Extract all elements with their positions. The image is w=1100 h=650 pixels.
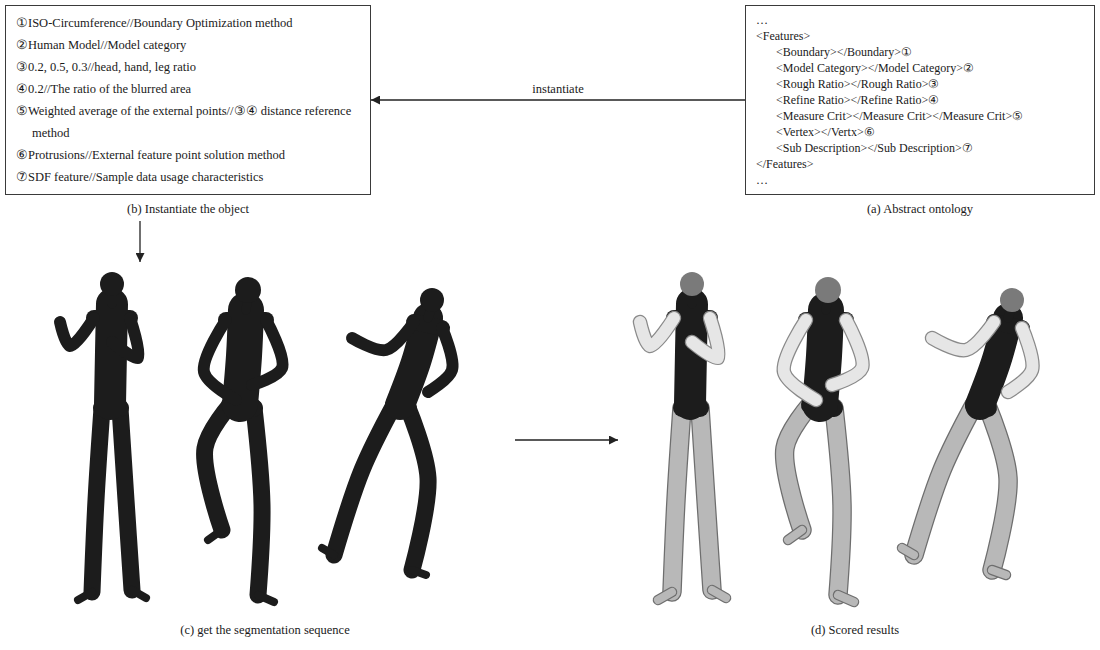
leg-segment-outline — [988, 408, 1008, 570]
leg-segment-outline — [700, 408, 712, 590]
text-line: … — [756, 12, 1084, 28]
leg-segment — [408, 408, 428, 570]
foot-segment — [322, 548, 334, 555]
head-segment — [680, 272, 704, 296]
foot-segment — [132, 590, 146, 598]
arm-segment — [428, 328, 453, 392]
leg-segment — [700, 408, 712, 590]
panel-caption: (a) Abstract ontology — [745, 202, 1095, 217]
foot-segment-outline — [902, 548, 914, 555]
outlined-panel: ①ISO-Circumference//Boundary Optimizatio… — [5, 5, 371, 195]
head-segment — [1000, 288, 1024, 312]
foot-segment-outline — [658, 592, 672, 600]
arm-segment-outline — [1008, 328, 1033, 392]
text-line: ⑤Weighted average of the external points… — [16, 100, 360, 144]
text-line: ④0.2//The ratio of the blurred area — [16, 78, 360, 100]
text-line: <Sub Description></Sub Description>⑦ — [756, 140, 1084, 156]
text-box: …<Features><Boundary></Boundary>①<Model … — [745, 5, 1095, 217]
text-line: ⑥Protrusions//External feature point sol… — [16, 144, 360, 166]
scored-human-model — [784, 277, 863, 602]
human-model — [322, 288, 453, 575]
leg-segment — [120, 408, 132, 590]
arm-segment-outline — [932, 322, 994, 350]
flow-arrow — [139, 221, 140, 262]
leg-segment-outline — [672, 408, 682, 592]
arm-segment — [204, 320, 236, 400]
text-line: <Rough Ratio></Rough Ratio>③ — [756, 76, 1084, 92]
leg-segment — [988, 408, 1008, 570]
foot-segment-outline — [838, 595, 854, 602]
arm-segment — [784, 320, 816, 400]
text-line: <Measure Crit></Measure Crit></Measure C… — [756, 108, 1084, 124]
foot-segment-outline — [788, 530, 802, 540]
leg-segment-outline — [834, 408, 842, 595]
scored-human-model — [640, 272, 726, 600]
outlined-panel: …<Features><Boundary></Boundary>①<Model … — [745, 5, 1095, 195]
arm-segment — [932, 322, 994, 350]
leg-segment — [834, 408, 842, 595]
head-segment — [235, 277, 261, 303]
scored-human-model — [902, 288, 1033, 575]
leg-segment — [785, 405, 810, 530]
panel-caption: (d) Scored results — [620, 623, 1090, 638]
text-line: <Features> — [756, 28, 1084, 44]
panel-caption: (c) get the segmentation sequence — [15, 623, 515, 638]
leg-segment — [92, 408, 102, 592]
arm-segment — [112, 318, 139, 358]
head-segment — [100, 272, 124, 296]
panel-caption: (b) Instantiate the object — [5, 202, 371, 217]
leg-segment — [254, 408, 262, 595]
arm-segment — [692, 318, 719, 358]
foot-segment — [258, 595, 274, 602]
arm-segment — [832, 320, 863, 385]
human-model — [204, 277, 283, 602]
foot-segment — [208, 530, 222, 540]
figure-panel: (d) Scored results — [620, 262, 1090, 642]
arm-segment-outline — [692, 318, 719, 358]
arm-segment — [252, 320, 283, 385]
text-line: ②Human Model//Model category — [16, 34, 360, 56]
foot-segment-outline — [712, 590, 726, 598]
leg-segment — [914, 405, 974, 555]
foot-segment — [838, 595, 854, 602]
foot-segment-outline — [992, 570, 1006, 575]
foot-segment — [658, 592, 672, 600]
leg-segment — [205, 405, 230, 530]
arm-segment-outline — [784, 320, 816, 400]
arm-segment-outline — [640, 318, 674, 346]
text-line: <Vertex></Vertx>⑥ — [756, 124, 1084, 140]
text-line: ①ISO-Circumference//Boundary Optimizatio… — [16, 12, 360, 34]
foot-segment — [992, 570, 1006, 575]
foot-segment — [412, 570, 426, 575]
text-line: </Features> — [756, 156, 1084, 172]
arm-segment-outline — [832, 320, 863, 385]
figure-panel: (c) get the segmentation sequence — [15, 262, 515, 642]
foot-segment — [788, 530, 802, 540]
arm-segment — [60, 318, 94, 346]
flow-arrow — [515, 439, 618, 440]
foot-segment — [902, 548, 914, 555]
foot-segment — [712, 590, 726, 598]
arm-segment — [352, 322, 414, 350]
text-box: ①ISO-Circumference//Boundary Optimizatio… — [5, 5, 371, 217]
head-segment — [815, 277, 841, 303]
text-line: <Model Category></Model Category>② — [756, 60, 1084, 76]
flow-arrow — [371, 99, 745, 100]
head-segment — [420, 288, 444, 312]
arm-segment — [640, 318, 674, 346]
leg-segment-outline — [785, 405, 810, 530]
leg-segment-outline — [914, 405, 974, 555]
text-line: ③0.2, 0.5, 0.3//head, hand, leg ratio — [16, 56, 360, 78]
leg-segment — [672, 408, 682, 592]
foot-segment — [78, 592, 92, 600]
text-line: ⑦SDF feature//Sample data usage characte… — [16, 166, 360, 188]
arrow-label: instantiate — [530, 82, 585, 97]
text-line: <Refine Ratio></Refine Ratio>④ — [756, 92, 1084, 108]
human-model — [60, 272, 146, 600]
text-line: <Boundary></Boundary>① — [756, 44, 1084, 60]
arm-segment — [1008, 328, 1033, 392]
text-line: … — [756, 172, 1084, 188]
leg-segment — [334, 405, 394, 555]
